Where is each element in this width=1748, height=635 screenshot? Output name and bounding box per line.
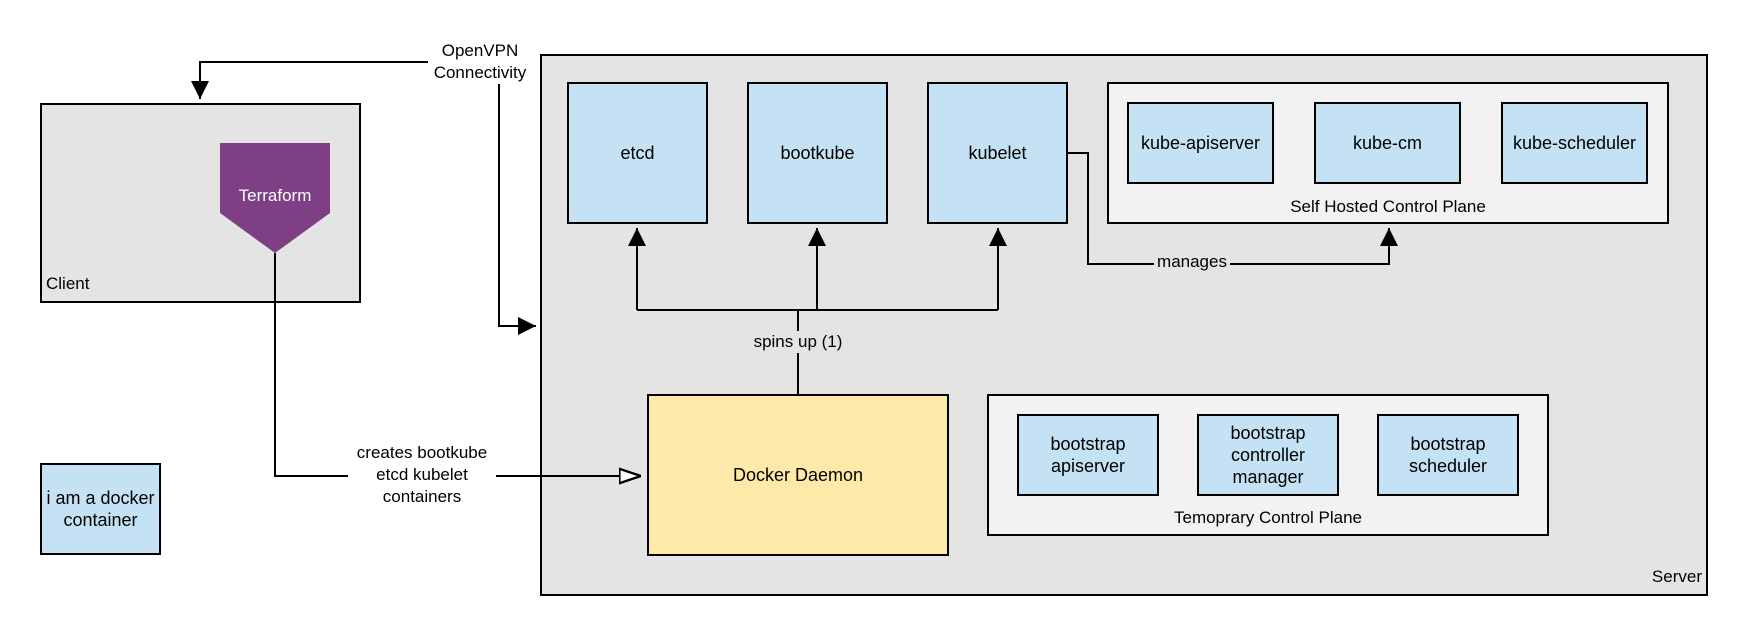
spins-up-label: spins up (1) (748, 331, 848, 353)
terraform-shape (220, 143, 330, 253)
kube-scheduler-label: kube-scheduler (1512, 133, 1637, 153)
etcd-node: etcd (567, 82, 708, 224)
kube-cm-label: kube-cm (1352, 133, 1423, 153)
client-label: Client (46, 274, 90, 293)
bootstrap-controller-manager-label: bootstrap controller manager (1230, 423, 1306, 487)
self-hosted-plane-label: Self Hosted Control Plane (1290, 197, 1486, 216)
manages-label: manages (1154, 251, 1230, 273)
server-label: Server (1651, 567, 1702, 586)
etcd-label: etcd (620, 143, 655, 163)
temporary-plane-label: Temoprary Control Plane (1173, 508, 1363, 527)
edge-openvpn-to-server (498, 80, 536, 335)
bootstrap-apiserver-node: bootstrap apiserver (1017, 414, 1159, 496)
creates-label: creates bootkube etcd kubelet containers (348, 442, 496, 508)
docker-container-legend: i am a docker container (40, 463, 161, 555)
kubelet-node: kubelet (927, 82, 1068, 224)
bootstrap-scheduler-label: bootstrap scheduler (1408, 434, 1488, 476)
bootkube-node: bootkube (747, 82, 888, 224)
kube-apiserver-label: kube-apiserver (1140, 133, 1261, 153)
terraform-label: Terraform (238, 186, 312, 205)
edge-terraform-to-docker (274, 253, 641, 476)
edge-openvpn-to-client (191, 61, 436, 99)
kubelet-label: kubelet (968, 143, 1027, 163)
bootstrap-scheduler-node: bootstrap scheduler (1377, 414, 1519, 496)
kube-scheduler-node: kube-scheduler (1501, 102, 1648, 184)
kube-cm-node: kube-cm (1314, 102, 1461, 184)
docker-daemon-node: Docker Daemon (647, 394, 949, 556)
bootstrap-controller-manager-node: bootstrap controller manager (1197, 414, 1339, 496)
docker-daemon-label: Docker Daemon (732, 464, 864, 485)
docker-container-legend-label: i am a docker container (46, 488, 155, 530)
edge-kubelet-manages (1068, 152, 1398, 265)
bootkube-label: bootkube (780, 143, 855, 163)
bootstrap-apiserver-label: bootstrap apiserver (1050, 434, 1126, 476)
openvpn-label: OpenVPN Connectivity (428, 40, 532, 84)
kube-apiserver-node: kube-apiserver (1127, 102, 1274, 184)
